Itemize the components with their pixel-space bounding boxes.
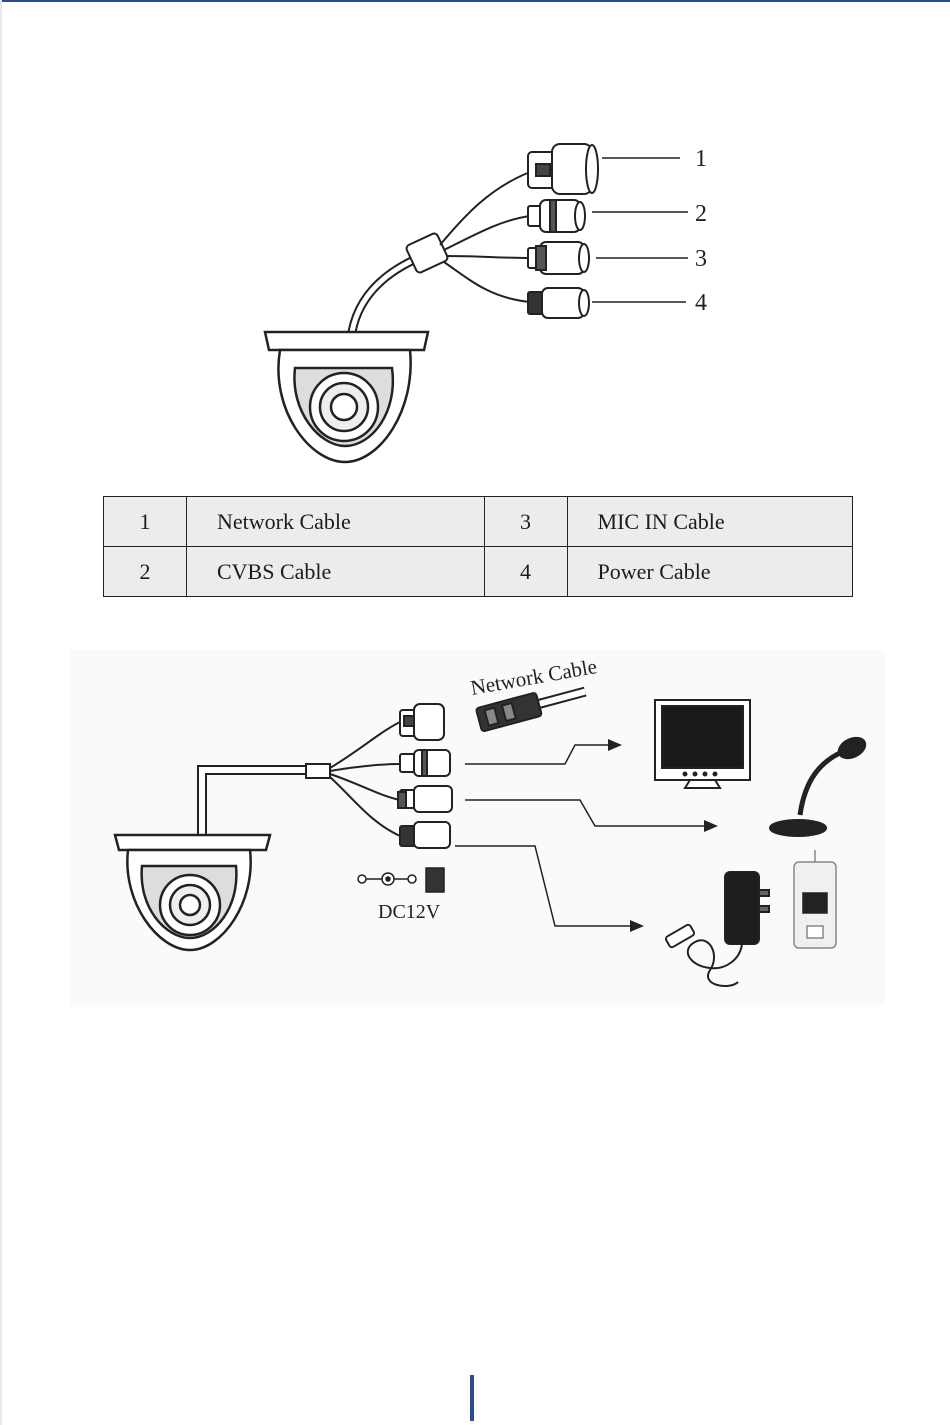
microphone-icon — [770, 734, 868, 836]
monitor-icon — [655, 700, 750, 788]
cable-legend-table: 1 Network Cable 3 MIC IN Cable 2 CVBS Ca… — [103, 496, 853, 597]
camera-cables-diagram: 1 2 3 4 — [240, 120, 760, 480]
legend-number: 1 — [104, 497, 187, 547]
page-top-rule — [0, 0, 950, 2]
legend-label: MIC IN Cable — [567, 497, 852, 547]
table-row: 2 CVBS Cable 4 Power Cable — [104, 547, 853, 597]
legend-label: Network Cable — [187, 497, 485, 547]
dome-camera-icon — [265, 332, 428, 462]
connection-diagram: Network Cable — [70, 650, 885, 1005]
network-connector-icon — [528, 144, 598, 194]
cvbs-connector-icon — [528, 200, 585, 232]
page-number-marker — [470, 1375, 474, 1421]
table-row: 1 Network Cable 3 MIC IN Cable — [104, 497, 853, 547]
callout-4: 4 — [695, 290, 707, 316]
dome-camera-icon — [115, 835, 270, 950]
legend-number: 3 — [484, 497, 567, 547]
power-adapter-icon — [665, 872, 769, 986]
cvbs-connector-icon — [400, 750, 450, 776]
power-connector-icon — [400, 822, 450, 848]
power-connector-icon — [528, 288, 589, 318]
mic-connector-icon — [398, 786, 452, 812]
callout-3: 3 — [695, 246, 707, 272]
legend-number: 4 — [484, 547, 567, 597]
mic-connector-icon — [528, 242, 589, 274]
legend-label: CVBS Cable — [187, 547, 485, 597]
legend-number: 2 — [104, 547, 187, 597]
network-connector-icon — [400, 704, 444, 740]
wall-outlet-icon — [794, 850, 836, 948]
legend-label: Power Cable — [567, 547, 852, 597]
callout-2: 2 — [695, 201, 707, 227]
dc12v-label: DC12V — [378, 901, 441, 923]
dc-polarity-icon — [358, 868, 444, 892]
callout-1: 1 — [695, 146, 707, 172]
page-left-rule — [0, 0, 2, 1425]
